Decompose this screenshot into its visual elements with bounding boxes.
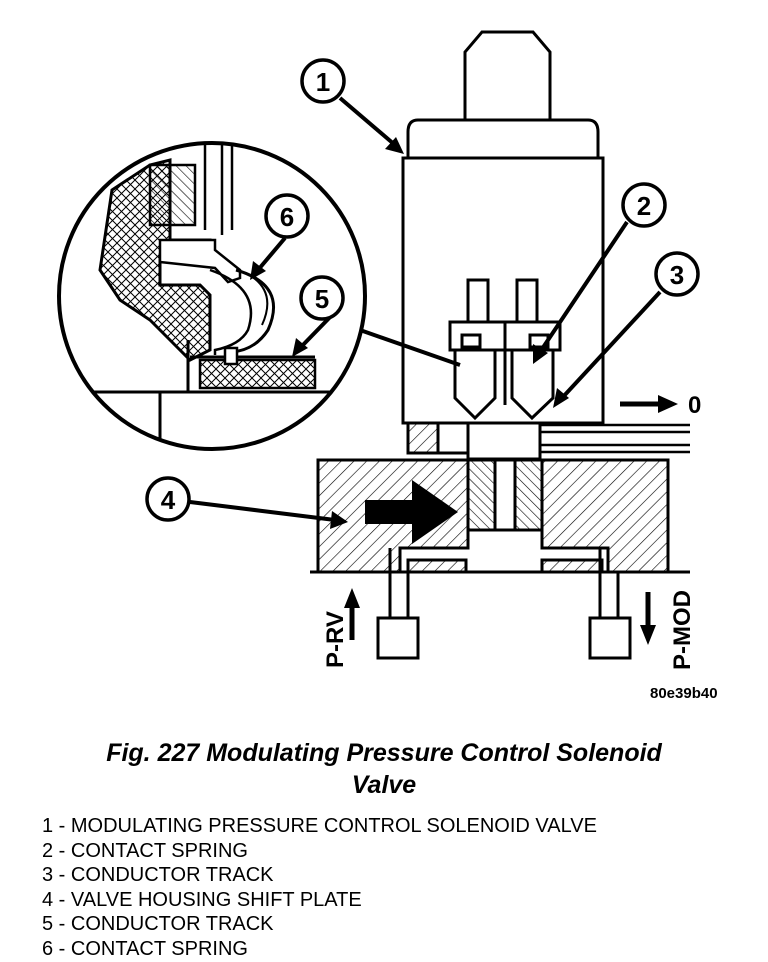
output-arrow [620, 395, 678, 413]
flow-arrow [365, 480, 458, 544]
pressure-channels [388, 548, 620, 620]
prv-label: P-RV [322, 611, 349, 668]
legend-item-3: 3 - CONDUCTOR TRACK [42, 864, 274, 886]
callout-label-4: 4 [161, 485, 176, 515]
callout-circle-2 [621, 182, 667, 228]
pmod-label: P-MOD [669, 590, 696, 670]
callout-circle-1 [300, 58, 346, 104]
legend-list: 1 - MODULATING PRESSURE CONTROL SOLENOID… [42, 814, 597, 961]
legend-item-2: 2 - CONTACT SPRING [42, 839, 248, 862]
pressure-ports [376, 616, 632, 660]
prv-arrow [344, 588, 360, 640]
contact-spring-pair [453, 348, 555, 421]
solenoid-base [406, 421, 690, 461]
legend-item-1: 1 - MODULATING PRESSURE CONTROL SOLENOID… [42, 815, 597, 837]
solenoid-body [401, 156, 605, 425]
pmod-arrow [640, 592, 656, 645]
solenoid-valve-diagram: 1 2 3 4 5 6 0 P-RV P-MOD 80e39b40 [57, 30, 718, 702]
contact-pins [448, 278, 562, 405]
solenoid-cap [406, 30, 600, 160]
callout-circle-4 [145, 476, 191, 522]
figure-caption: Fig. 227 Modulating Pressure Control Sol… [106, 739, 662, 767]
callout-circle-5 [299, 275, 345, 321]
legend-item-4: 4 - VALVE HOUSING SHIFT PLATE [42, 888, 362, 911]
callout-label-5: 5 [315, 284, 329, 314]
legend-item-5: 5 - CONDUCTOR TRACK [42, 913, 274, 935]
output-zero-label: 0 [688, 392, 701, 419]
legend-item-6: 6 - CONTACT SPRING [42, 937, 248, 960]
callout-circle-6 [264, 193, 310, 239]
callout-label-2: 2 [637, 191, 651, 221]
detail-leader [359, 328, 461, 367]
callout-circle-3 [654, 251, 700, 297]
image-code: 80e39b40 [650, 685, 718, 702]
callout-label-6: 6 [280, 202, 294, 232]
figure-caption-continued: Valve [351, 771, 417, 799]
callout-label-3: 3 [670, 260, 684, 290]
callout-label-1: 1 [316, 67, 330, 97]
